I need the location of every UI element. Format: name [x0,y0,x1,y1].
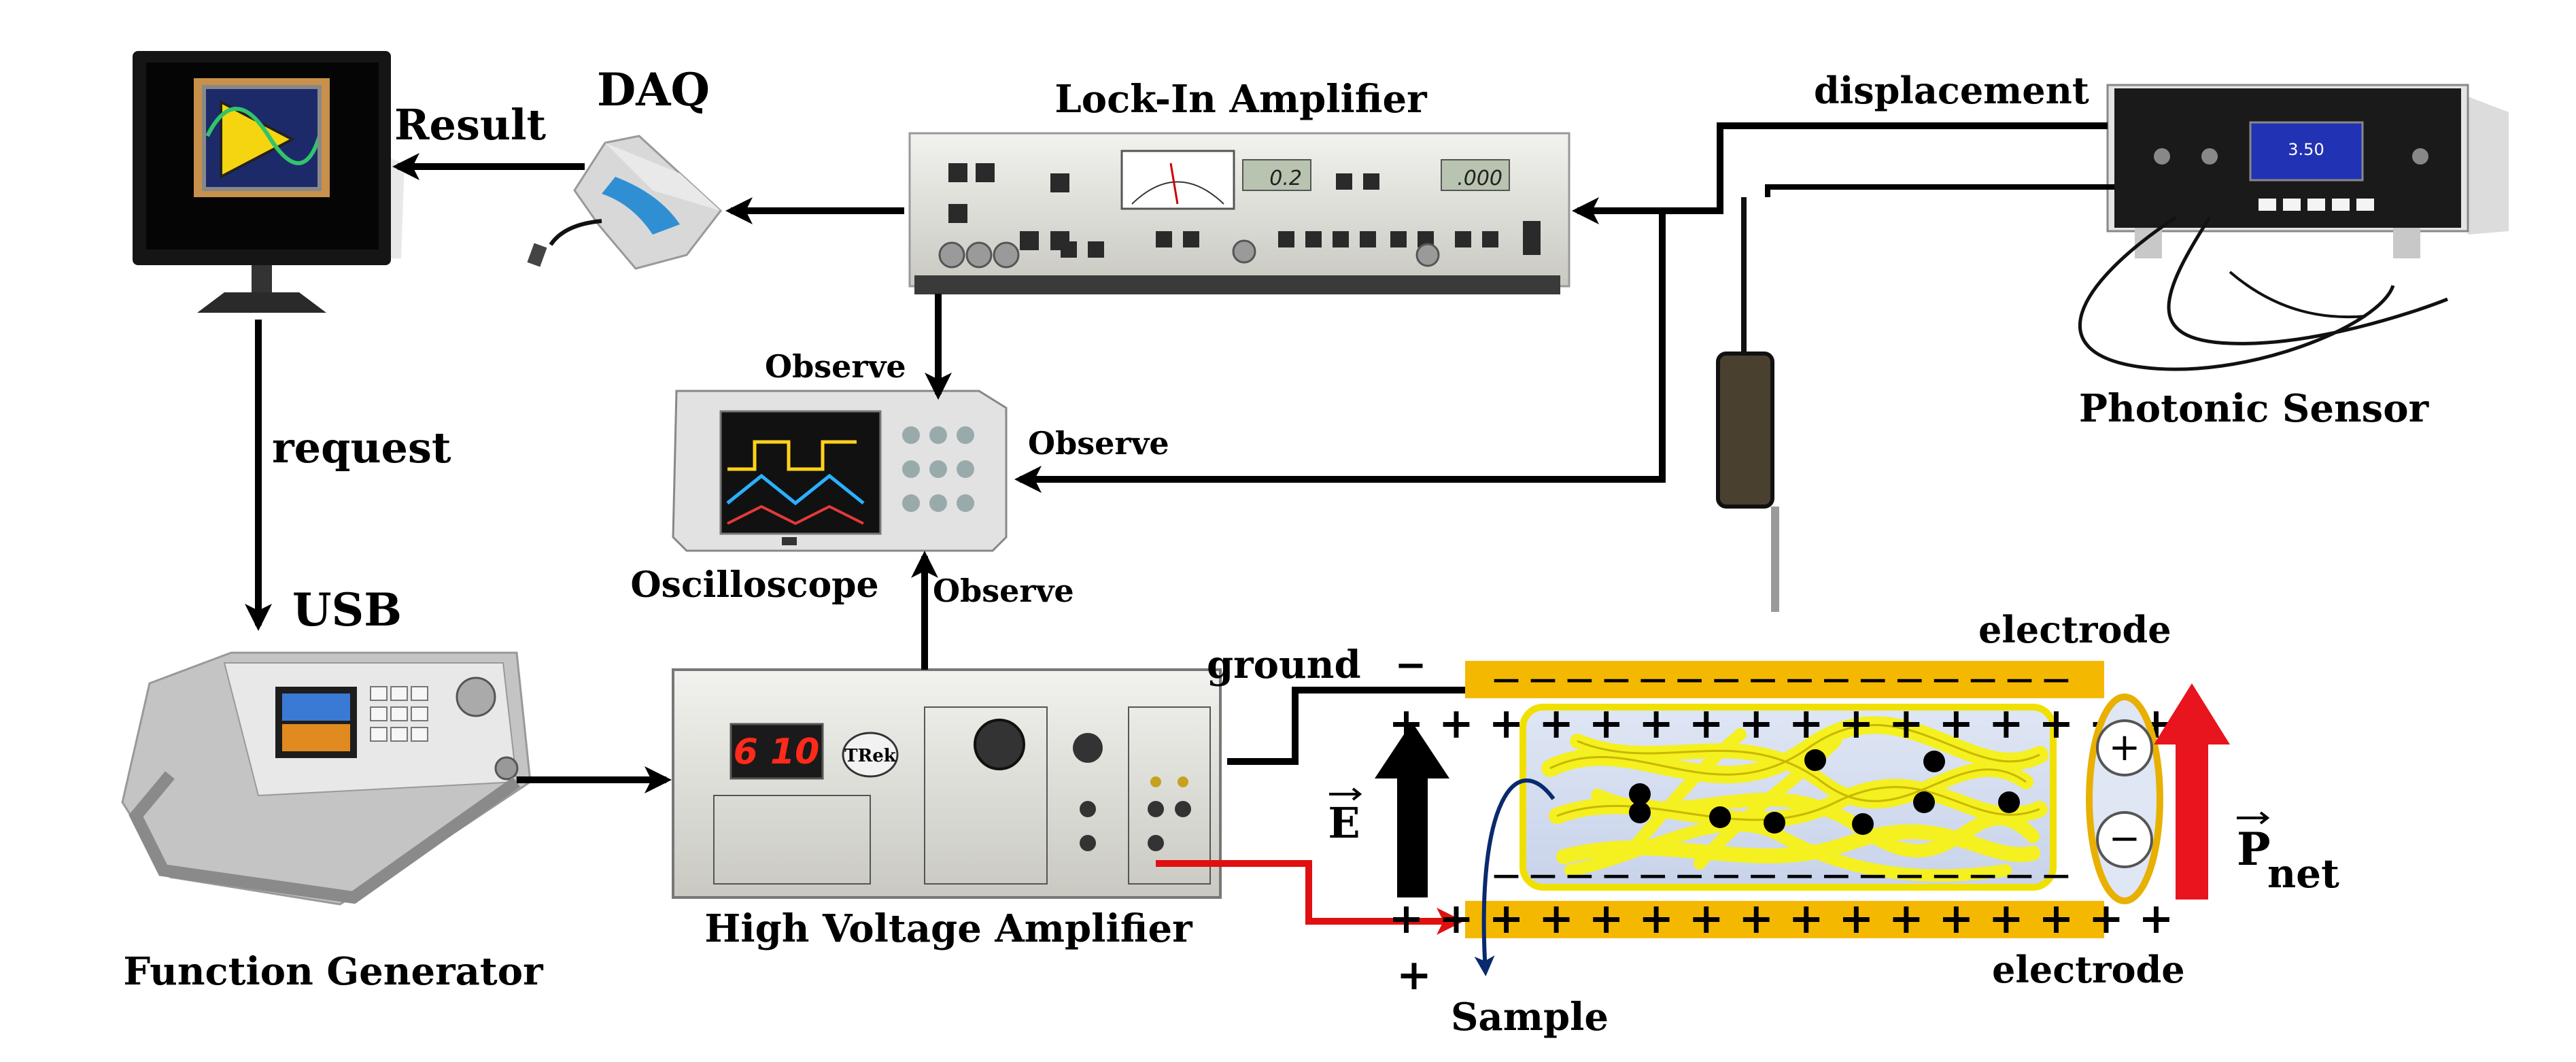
observe-top-label: Observe [765,348,906,385]
sample-label: Sample [1451,995,1609,1040]
hv-amp-readout: 6 10 [734,732,820,772]
request-label: request [272,423,451,473]
p-net-subscript: net [2267,851,2339,897]
photonic-sensor: 3.50 [2078,84,2509,371]
p-net-symbol: P [2237,823,2271,876]
displacement-probe [1716,197,1779,612]
daq-label: DAQ [597,63,710,116]
sensor-readout: 3.50 [2288,140,2324,159]
photonic-sensor-label: Photonic Sensor [2079,386,2430,431]
oscilloscope-label: Oscilloscope [630,564,878,606]
connection-lines [245,122,2114,793]
dipole-minus: − [2109,817,2141,861]
e-field-symbol: E [1328,798,1360,848]
displacement-label: displacement [1814,69,2089,112]
observe-right-label: Observe [1028,425,1169,462]
plus-sign-label: + [1396,950,1432,999]
bottom-electrode [1465,901,2104,938]
electrode-assembly: + + + + + + + + + + + + + + + + — — — — … [1389,661,2174,943]
red-wire [1156,860,1464,935]
e-field-arrow [1375,722,1449,897]
hv-amplifier-label: High Voltage Amplifier [704,906,1193,951]
function-generator [121,651,532,906]
electrode-top-label: electrode [1978,608,2171,651]
e-field-label: E [1328,787,1362,848]
observe-bottom-label: Observe [933,572,1074,609]
function-generator-label: Function Generator [123,949,544,994]
daq-device [527,135,723,270]
lock-in-left-readout: 0.2 [1269,167,1302,190]
net-dipole: + − [2086,693,2163,904]
lock-in-right-readout: .000 [1457,167,1502,190]
computer-monitor [133,51,405,313]
usb-label: USB [292,583,402,636]
bottom-dash-row: — — — — — — — — — — — — — — — — [1493,859,2070,891]
top-dash-row: — — — — — — — — — — — — — — — — [1493,663,2070,695]
ground-minus-sign: − [1395,643,1427,687]
dipole-dots [1629,749,2020,835]
dipole-plus: + [2109,725,2141,770]
result-label: Result [394,100,547,150]
lock-in-label: Lock-In Amplifier [1054,77,1428,122]
sample-pointer [1474,778,1556,976]
p-net-arrow [2154,683,2230,900]
hv-amp-brand: TRek [844,746,896,766]
labview-logo-icon [194,78,330,197]
ground-label: ground [1207,643,1361,687]
high-voltage-amplifier: 6 10 TRek [672,668,1222,899]
labels: Result DAQ Lock-In Amplifier displacemen… [123,63,2429,1040]
top-electrode [1465,661,2104,698]
bottom-plus-row: + + + + + + + + + + + + + + + + [1389,893,2174,943]
lock-in-amplifier: 0.2 .000 [908,132,1570,294]
top-plus-row: + + + + + + + + + + + + + + + + [1389,698,2174,748]
oscilloscope [672,390,1008,552]
p-net-label: P net [2237,811,2339,897]
electrode-bottom-label: electrode [1992,948,2185,991]
